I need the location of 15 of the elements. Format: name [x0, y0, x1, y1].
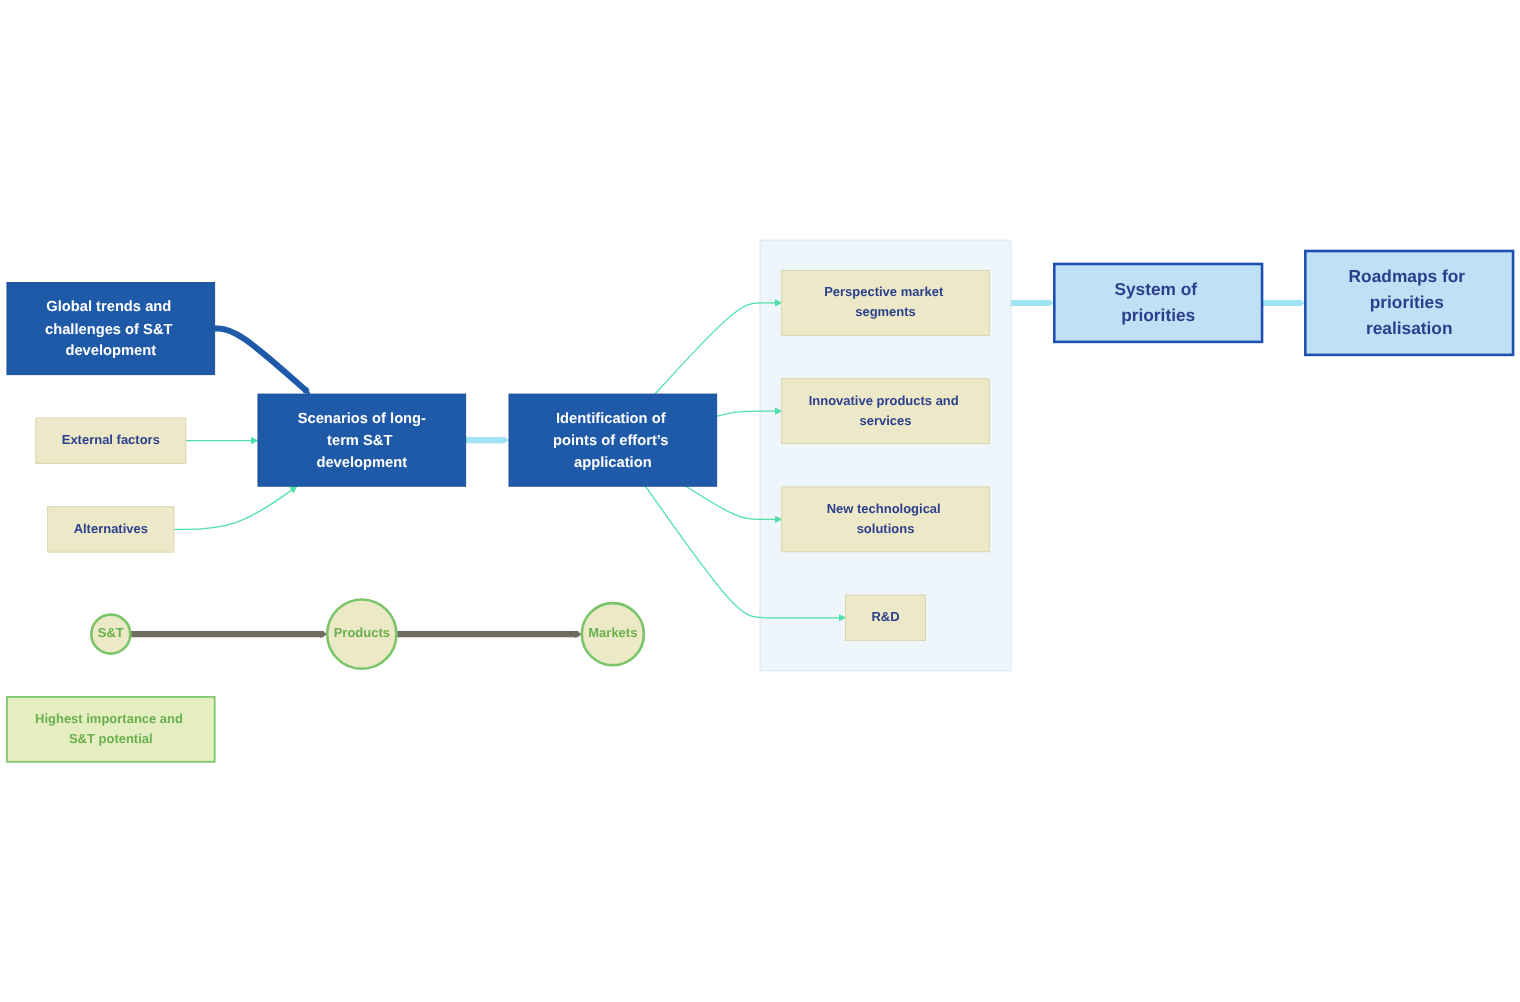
arrow [654, 299, 782, 395]
arrow [685, 485, 782, 524]
arrow [396, 630, 583, 638]
arrow [185, 436, 259, 445]
arrow [1011, 299, 1055, 307]
arrow [465, 436, 510, 444]
arrow [716, 407, 782, 417]
arrow [130, 630, 328, 638]
arrow [644, 485, 846, 622]
node-box: System of priorities [1053, 262, 1264, 344]
cluster [759, 239, 1012, 672]
arrow [173, 485, 298, 531]
node-box: Roadmaps for priorities realisation [1304, 249, 1515, 357]
arrow [214, 325, 311, 395]
arrow [1262, 299, 1306, 307]
